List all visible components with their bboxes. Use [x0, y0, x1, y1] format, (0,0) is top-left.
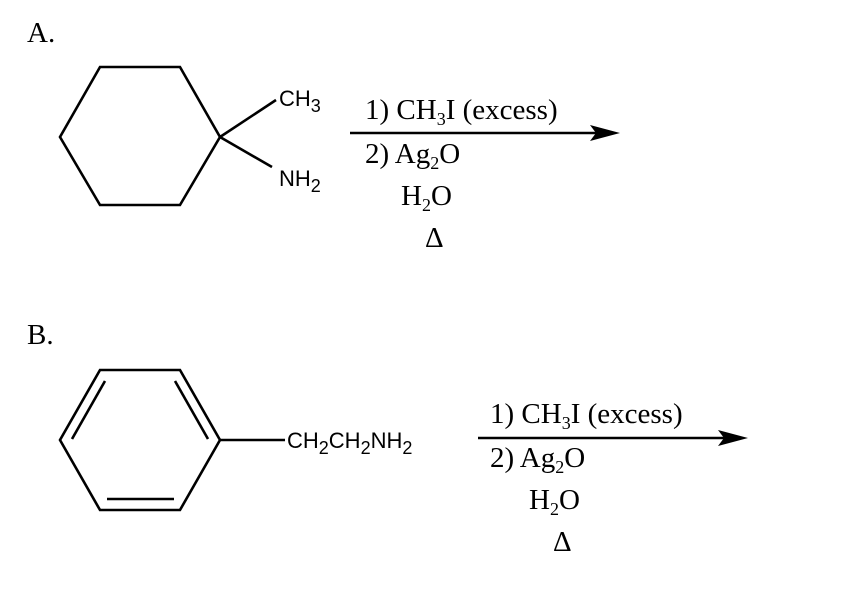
methyl-group: CH3 — [279, 86, 321, 116]
problem-a-label: A. — [27, 17, 55, 49]
condition-a-3: H2O — [401, 180, 452, 215]
arrowhead-b-icon — [718, 430, 748, 446]
ethylamine-group: CH2CH2NH2 — [287, 428, 412, 458]
condition-a-2: 2) Ag2O — [365, 138, 460, 173]
benzene-ring — [58, 368, 222, 512]
benzene-double-bond — [173, 380, 210, 440]
amine-bond — [219, 135, 273, 169]
condition-b-1: 1) CH3I (excess) — [490, 398, 683, 433]
arrowhead-a-icon — [590, 125, 620, 141]
benzene-double-bond — [70, 380, 107, 440]
condition-a-heat: Δ — [425, 222, 444, 254]
problem-b-label: B. — [27, 319, 54, 351]
condition-b-2: 2) Ag2O — [490, 442, 585, 477]
cyclohexane-ring — [58, 65, 222, 207]
condition-b-heat: Δ — [553, 526, 572, 558]
condition-b-3: H2O — [529, 484, 580, 519]
amine-group: NH2 — [279, 166, 321, 196]
condition-a-1: 1) CH3I (excess) — [365, 94, 558, 129]
methyl-bond — [219, 98, 277, 139]
